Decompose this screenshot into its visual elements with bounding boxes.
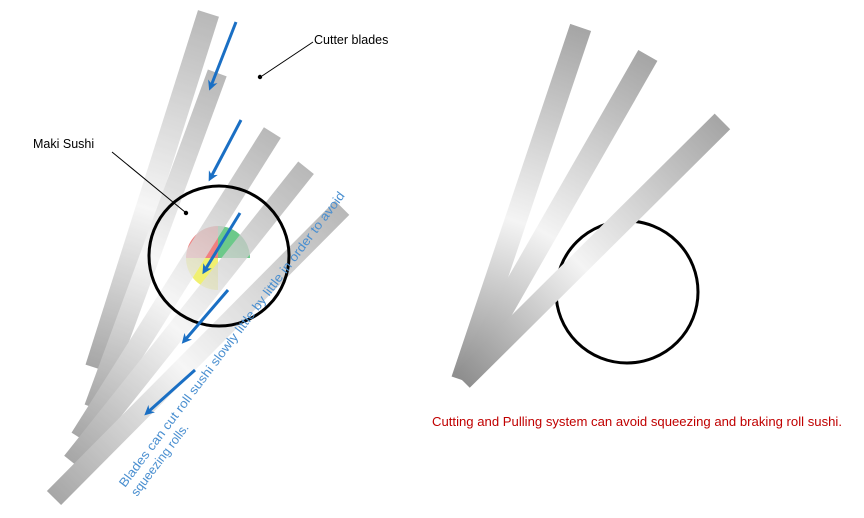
left-illustration: Cutter blades Maki Sushi Blades can cut … <box>33 10 388 506</box>
arrow-down-3 <box>202 212 242 275</box>
blade-3 <box>71 127 281 444</box>
red-note: Cutting and Pulling system can avoid squ… <box>432 415 842 429</box>
maki-sushi-leader <box>111 151 186 213</box>
cutter-blades-leader <box>261 41 314 77</box>
cutter-blades-right <box>451 23 731 388</box>
blade-4 <box>64 161 314 469</box>
sushi-outline <box>147 184 291 328</box>
maki-sushi-label: Maki Sushi <box>33 137 94 151</box>
sushi-outline-right <box>554 219 700 365</box>
arrow-down-4 <box>181 289 230 344</box>
right-blade-2 <box>452 49 658 386</box>
blade-1 <box>85 10 219 372</box>
arrow-down-1 <box>208 21 238 91</box>
arrow-down-5 <box>144 368 196 416</box>
right-blade-1 <box>451 23 592 384</box>
cut-direction-arrows <box>144 21 243 416</box>
blade-2 <box>84 69 227 412</box>
cutter-blades-label: Cutter blades <box>314 33 388 47</box>
right-illustration: Cutting and Pulling system can avoid squ… <box>432 23 842 429</box>
cutter-blades-dot <box>257 74 263 80</box>
maki-sushi-dot <box>183 210 189 216</box>
cutter-blades-left <box>46 10 350 506</box>
blade-5 <box>46 200 350 506</box>
right-blade-3 <box>454 113 731 388</box>
arrow-down-2 <box>208 119 243 182</box>
